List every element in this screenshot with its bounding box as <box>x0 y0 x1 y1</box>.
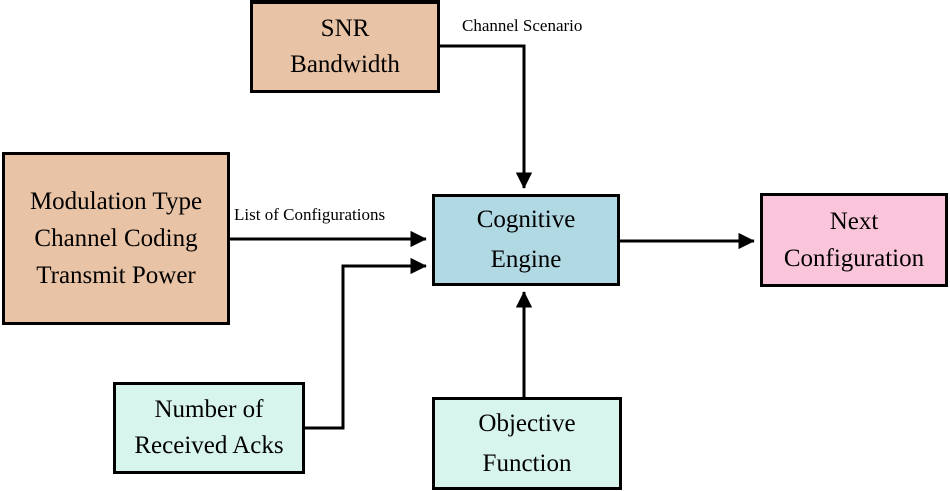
list-of-configurations-label: List of Configurations <box>234 205 386 224</box>
received-acks-line2: Received Acks <box>134 432 284 459</box>
cognitive-engine-box: Cognitive Engine <box>432 194 620 286</box>
objective-function-line1: Objective <box>478 409 576 437</box>
next-configuration-box: Next Configuration <box>760 193 948 287</box>
next-configuration-line1: Next <box>829 208 879 235</box>
configuration-inputs-line2: Channel Coding <box>34 225 198 252</box>
configuration-inputs-box: Modulation Type Channel Coding Transmit … <box>2 152 230 325</box>
objective-function-line2: Function <box>482 449 572 477</box>
snr-bandwidth-line2: Bandwidth <box>290 51 400 78</box>
channel-scenario-label: Channel Scenario <box>462 16 583 35</box>
cognitive-engine-line2: Engine <box>490 246 562 273</box>
configuration-inputs-line1: Modulation Type <box>29 188 203 215</box>
received-acks-box: Number of Received Acks <box>113 382 305 474</box>
objective-function-box: Objective Function <box>432 397 622 490</box>
next-configuration-line2: Configuration <box>783 245 925 272</box>
cognitive-engine-line1: Cognitive <box>476 206 576 233</box>
arrow-acks-to-engine <box>305 257 427 430</box>
snr-bandwidth-line1: SNR <box>320 15 370 42</box>
arrow-snr-to-engine <box>440 44 533 189</box>
received-acks-line1: Number of <box>154 396 264 423</box>
snr-bandwidth-box: SNR Bandwidth <box>250 0 440 93</box>
configuration-inputs-line3: Transmit Power <box>36 262 196 289</box>
